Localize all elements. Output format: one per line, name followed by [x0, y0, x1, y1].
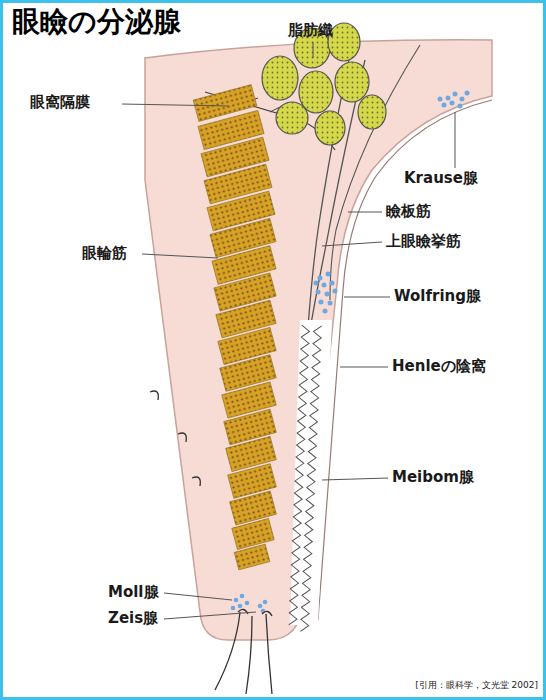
source-note: [引用：眼科学，文光堂 2002] — [415, 680, 538, 690]
part-label: Meibom腺 — [392, 469, 474, 486]
orbicularis-muscle — [193, 85, 276, 570]
eyelid-tissue — [145, 40, 492, 640]
part-label: 眼窩隔膜 — [30, 94, 90, 111]
meibomian-gland-wall — [300, 326, 321, 632]
part-label: 脂肪織 — [288, 22, 333, 39]
fat-tissue — [262, 23, 386, 145]
gland-cluster — [231, 91, 470, 614]
part-label: 瞼板筋 — [386, 203, 431, 220]
part-label: 上眼瞼挙筋 — [386, 233, 461, 250]
part-label: 眼輪筋 — [82, 245, 127, 262]
diagram-title: 眼瞼の分泌腺 — [12, 6, 181, 38]
part-label: Wolfring腺 — [394, 288, 481, 305]
leader-line — [122, 42, 455, 619]
part-label: Henleの陰窩 — [392, 358, 486, 375]
conjunctiva-line — [318, 100, 492, 620]
part-label: Zeis腺 — [108, 610, 158, 627]
eyelash — [150, 391, 272, 694]
part-label: Krause腺 — [404, 170, 478, 187]
part-label: Moll腺 — [108, 584, 159, 601]
